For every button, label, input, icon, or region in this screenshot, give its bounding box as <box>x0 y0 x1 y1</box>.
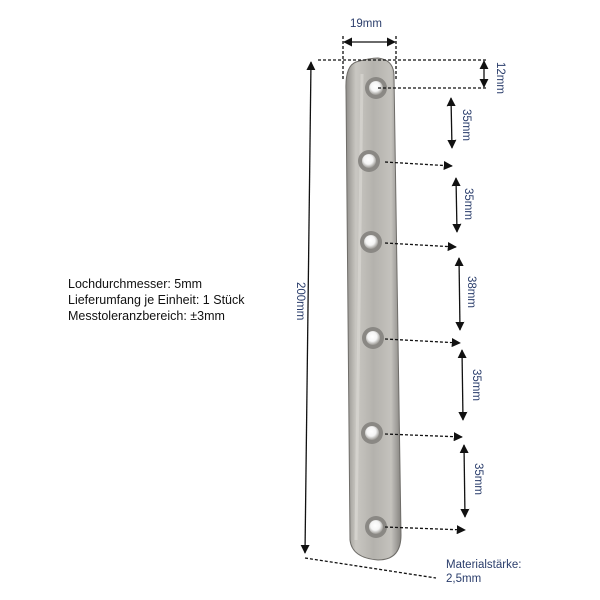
hole-1 <box>365 77 387 99</box>
total-length-label: 200mm <box>294 282 306 320</box>
spacing-label-4: 35mm <box>470 369 482 401</box>
steel-plate <box>345 57 402 561</box>
plate-highlight <box>354 73 364 541</box>
width-label: 19mm <box>350 18 382 30</box>
end-offset-dimension <box>318 59 489 89</box>
spacing-label-3: 38mm <box>465 276 477 308</box>
spacing-arrow-3 <box>454 257 465 331</box>
end-offset-label: 12mm <box>494 62 506 94</box>
mounting-holes <box>358 77 387 538</box>
spacing-arrows <box>446 97 470 518</box>
spacing-arrow-1 <box>446 97 457 149</box>
spacing-label-5: 35mm <box>472 463 484 495</box>
hole-2 <box>358 150 380 172</box>
spacing-label-2: 35mm <box>462 188 474 220</box>
width-dimension <box>342 36 397 80</box>
hole-5 <box>361 422 383 444</box>
material-thickness-value: 2,5mm <box>446 573 481 585</box>
hole-3 <box>360 231 382 253</box>
specifications-block: Lochdurchmesser: 5mm Lieferumfang je Ein… <box>68 276 245 324</box>
delivery-scope-text: Lieferumfang je Einheit: 1 Stück <box>68 293 245 307</box>
material-thickness-label: Materialstärke: <box>446 559 521 571</box>
hole-4 <box>362 327 384 349</box>
spacing-leader-lines <box>384 160 466 535</box>
spacing-arrow-2 <box>451 177 462 233</box>
spacing-arrow-5 <box>459 444 470 518</box>
hole-diameter-text: Lochdurchmesser: 5mm <box>68 277 203 291</box>
hole-6 <box>365 516 387 538</box>
spacing-label-1: 35mm <box>460 109 472 141</box>
tolerance-text: Messtoleranzbereich: ±3mm <box>68 309 225 323</box>
spacing-arrow-4 <box>457 349 468 421</box>
total-length-dimension <box>300 61 437 579</box>
